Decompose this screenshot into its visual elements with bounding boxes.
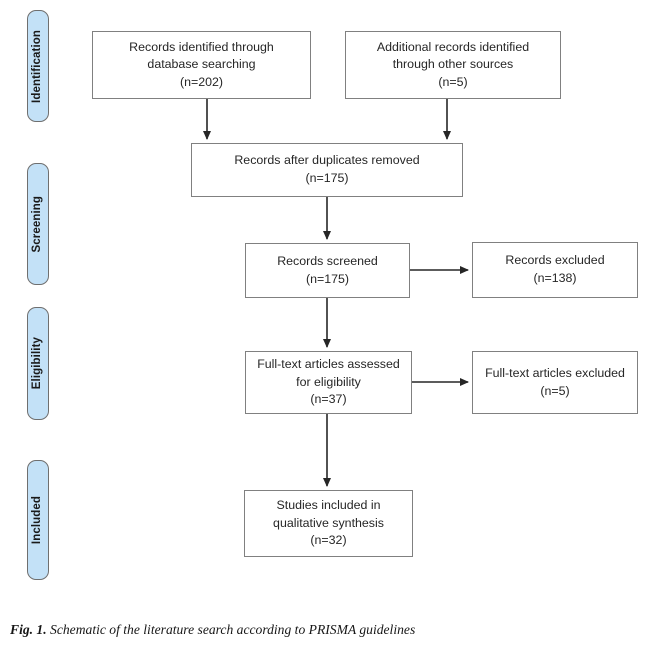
phase-tab-label: Identification (31, 29, 44, 103)
phase-tab-label: Included (31, 495, 44, 545)
figure-caption: Fig. 1. Schematic of the literature sear… (10, 622, 654, 638)
phase-tab-included[interactable]: Included (27, 460, 49, 580)
flow-box-text: Records excluded (n=138) (505, 253, 605, 285)
flow-box-text: Records identified through database sear… (129, 39, 274, 89)
figure-caption-prefix: Fig. 1. (10, 622, 47, 637)
flow-box-text: Full-text articles assessed for eligibil… (257, 357, 400, 407)
figure-caption-text: Schematic of the literature search accor… (50, 622, 416, 637)
flow-box-text: Records screened (n=175) (277, 253, 378, 286)
flow-box-text: Full-text articles excluded (n=5) (485, 365, 625, 398)
flow-box-fulltext-articles-assessed[interactable]: Full-text articles assessed for eligibil… (245, 351, 412, 414)
phase-tab-eligibility[interactable]: Eligibility (27, 307, 49, 420)
phase-tab-label: Eligibility (31, 337, 44, 390)
flow-box-records-screened[interactable]: Records screened (n=175) (245, 243, 410, 298)
phase-tab-identification[interactable]: Identification (27, 10, 49, 122)
flow-box-records-excluded[interactable]: Records excluded (n=138) (472, 242, 638, 298)
phase-tab-screening[interactable]: Screening (27, 163, 49, 285)
flow-box-text: Studies included in qualitative synthesi… (273, 498, 384, 548)
flow-box-records-identified-database[interactable]: Records identified through database sear… (92, 31, 311, 99)
flow-box-fulltext-articles-excluded[interactable]: Full-text articles excluded (n=5) (472, 351, 638, 414)
flow-box-studies-included-qualitative[interactable]: Studies included in qualitative synthesi… (244, 490, 413, 557)
flow-box-additional-records-other-sources[interactable]: Additional records identified through ot… (345, 31, 561, 99)
flow-box-text: Records after duplicates removed (n=175) (234, 153, 420, 185)
phase-tab-label: Screening (31, 195, 44, 253)
flow-box-records-after-duplicates-removed[interactable]: Records after duplicates removed (n=175) (191, 143, 463, 197)
flow-box-text: Additional records identified through ot… (376, 39, 530, 89)
